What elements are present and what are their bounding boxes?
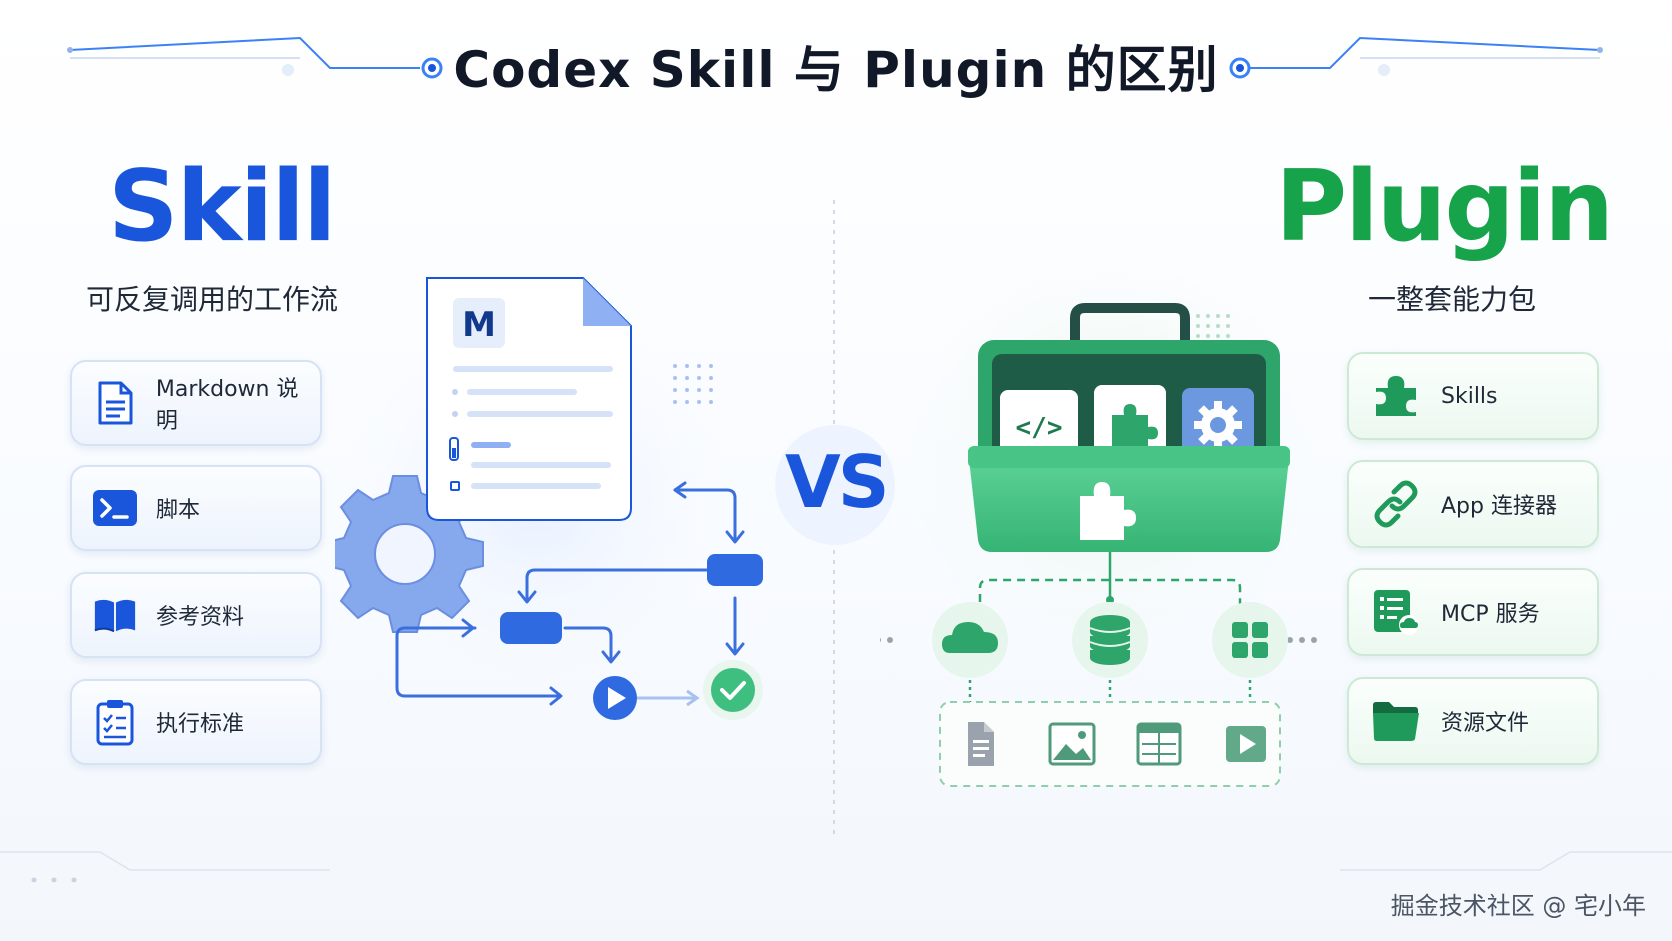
puzzle-icon	[1371, 371, 1421, 421]
folder-icon	[1371, 696, 1421, 746]
video-icon	[1226, 726, 1266, 762]
footer-decoration	[0, 851, 1672, 883]
markdown-document-icon: M	[426, 277, 632, 521]
database-icon	[1090, 615, 1130, 665]
skill-item-label: 参考资料	[156, 605, 245, 630]
skill-title: Skill	[108, 150, 337, 264]
skill-item-script: 脚本	[70, 465, 322, 551]
skill-item-label: Markdown 说明	[155, 377, 299, 434]
plugin-item-app-connector: App 连接器	[1347, 460, 1599, 548]
watermark: 掘金技术社区 @ 宅小年	[1390, 892, 1646, 920]
plugin-item-label: App 连接器	[1441, 494, 1557, 519]
vs-label: VS	[785, 440, 890, 524]
plugin-toolbox-illustration: </>	[880, 270, 1320, 787]
file-icon	[968, 722, 994, 766]
skill-item-label: 脚本	[156, 498, 201, 523]
plugin-subtitle: 一整套能力包	[1368, 283, 1537, 316]
skill-item-standard: 执行标准	[70, 679, 322, 765]
plugin-item-label: MCP 服务	[1441, 602, 1540, 627]
server-list-icon	[1371, 587, 1421, 637]
skill-workflow-illustration: M	[335, 277, 763, 720]
skill-item-label: 执行标准	[156, 712, 245, 737]
clipboard-checklist-icon	[92, 699, 138, 746]
plugin-item-mcp-service: MCP 服务	[1347, 568, 1599, 656]
terminal-icon	[92, 485, 138, 531]
svg-text:</>: </>	[1016, 413, 1063, 443]
plugin-title: Plugin	[1275, 150, 1614, 264]
cloud-icon	[942, 622, 998, 653]
document-icon	[92, 380, 138, 426]
plugin-item-label: 资源文件	[1441, 711, 1530, 736]
header-decoration	[67, 36, 1603, 79]
plugin-item-resources: 资源文件	[1347, 677, 1599, 765]
skill-item-markdown: Markdown 说明	[70, 360, 322, 446]
vs-glow	[775, 425, 895, 545]
code-tile-icon	[1000, 390, 1078, 462]
book-icon	[92, 592, 138, 638]
plugin-item-label: Skills	[1441, 383, 1498, 409]
apps-grid-icon	[1232, 622, 1268, 658]
image-icon	[1048, 722, 1096, 766]
markdown-badge: M	[462, 305, 496, 345]
skill-item-reference: 参考资料	[70, 572, 322, 658]
plugin-item-skills: Skills	[1347, 352, 1599, 440]
skill-subtitle: 可反复调用的工作流	[86, 283, 339, 316]
link-icon	[1371, 479, 1421, 529]
spreadsheet-icon	[1136, 722, 1182, 766]
page-title: Codex Skill 与 Plugin 的区别	[453, 41, 1219, 99]
